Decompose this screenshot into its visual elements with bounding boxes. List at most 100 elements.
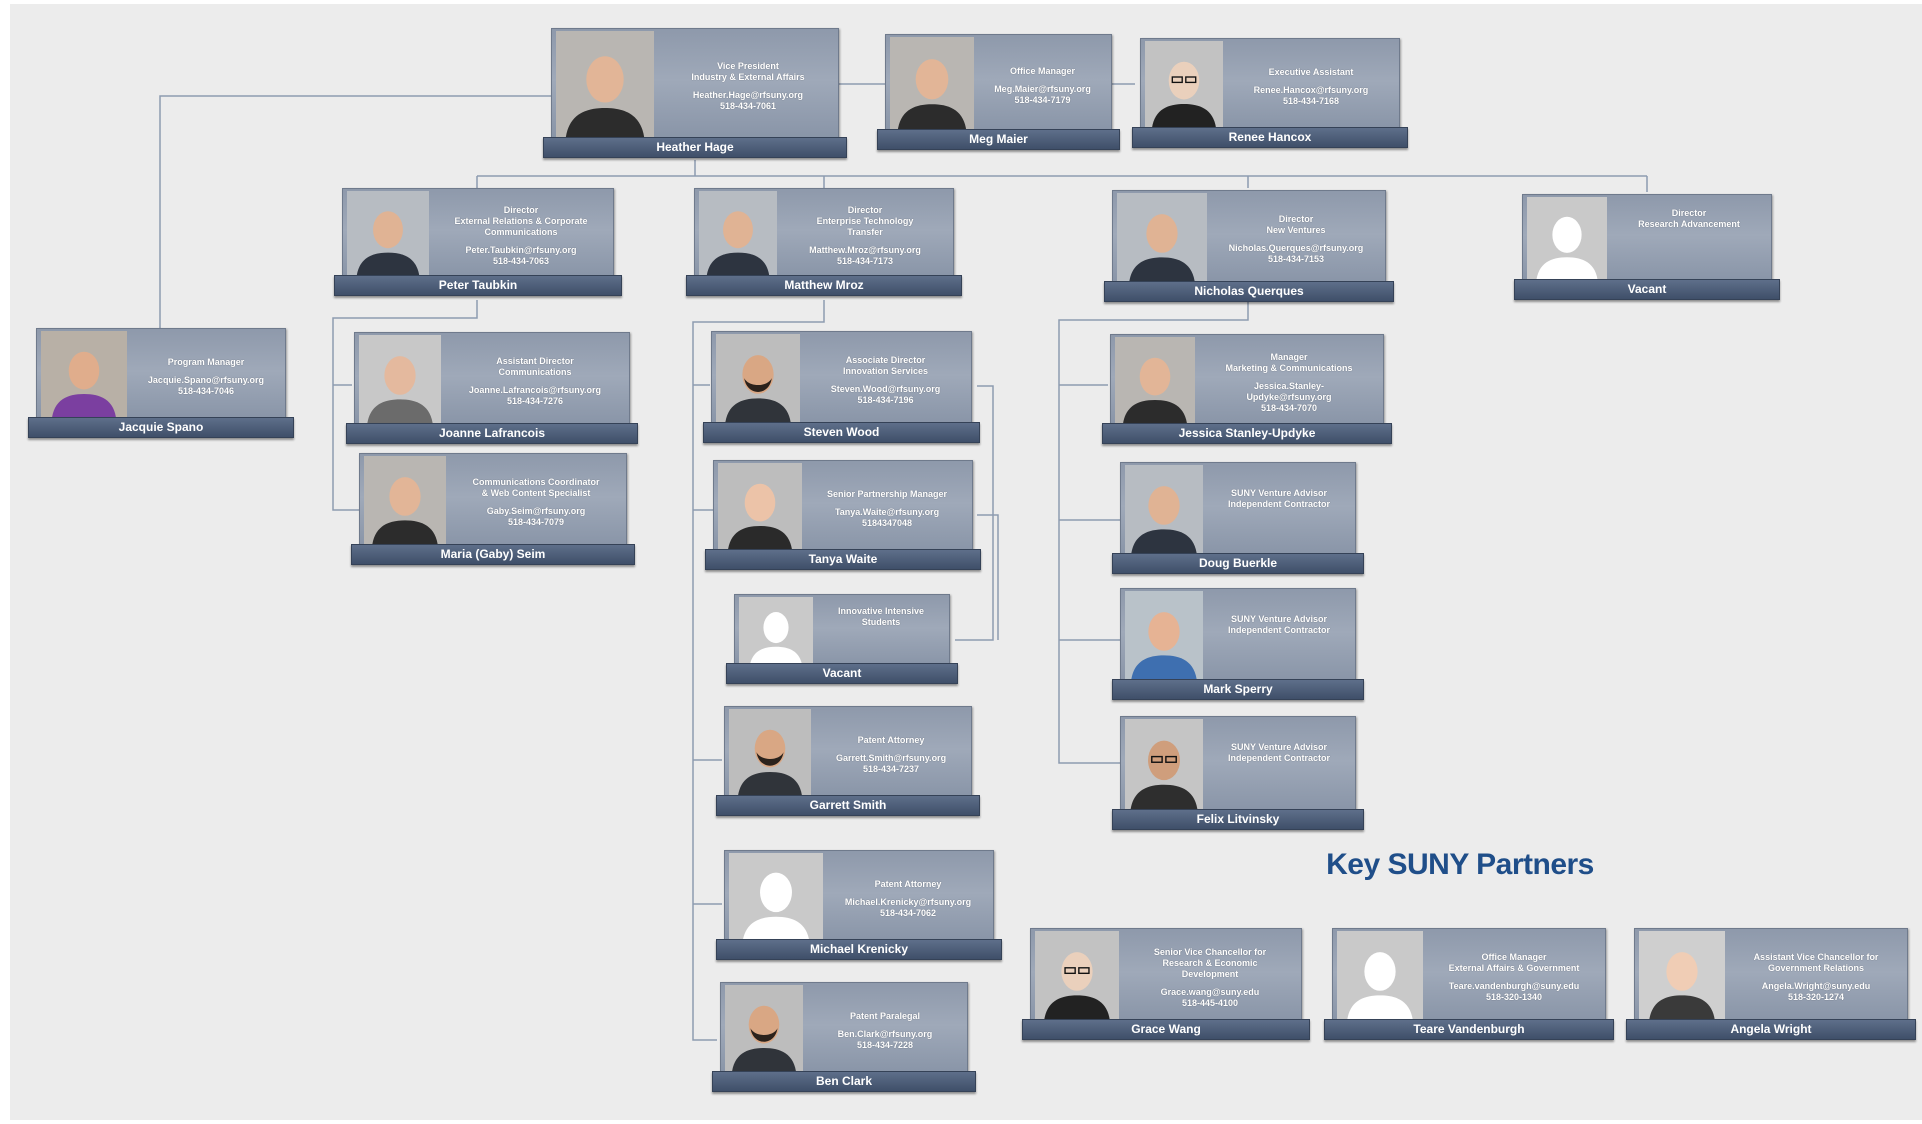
- card-joanne-lafrancois[interactable]: Assistant Director Communications Joanne…: [346, 332, 638, 444]
- card-info: Director Research Advancement: [1611, 198, 1767, 283]
- person-photo-icon: [739, 597, 813, 667]
- portrait-glyph: [359, 335, 441, 427]
- job-title: SUNY Venture Advisor Independent Contrac…: [1227, 742, 1330, 763]
- card-heather-hage[interactable]: Vice President Industry & External Affai…: [543, 28, 847, 158]
- person-photo-icon: [890, 37, 974, 133]
- portrait-glyph: [556, 31, 654, 141]
- card-info: Executive Assistant Renee.Hancox@rfsuny.…: [1227, 42, 1395, 131]
- card-info: SUNY Venture Advisor Independent Contrac…: [1207, 592, 1351, 683]
- portrait-shoulders: [1043, 995, 1111, 1023]
- card-mark-sperry[interactable]: SUNY Venture Advisor Independent Contrac…: [1112, 588, 1364, 700]
- portrait-glyph: [718, 463, 802, 553]
- card-ben-clark[interactable]: Patent Paralegal Ben.Clark@rfsuny.org 51…: [712, 982, 976, 1092]
- name-bar: Jacquie Spano: [28, 417, 294, 438]
- job-title: Patent Paralegal: [849, 1010, 921, 1021]
- card-renee-hancox[interactable]: Executive Assistant Renee.Hancox@rfsuny.…: [1132, 38, 1408, 148]
- card-info: SUNY Venture Advisor Independent Contrac…: [1207, 720, 1351, 813]
- portrait-face: [68, 351, 100, 390]
- portrait-beard: [744, 378, 772, 392]
- name-bar: Meg Maier: [877, 129, 1120, 150]
- portrait-glyph: [739, 597, 813, 667]
- card-body: Assistant Vice Chancellor for Government…: [1634, 928, 1908, 1026]
- portrait-face: [1552, 216, 1582, 253]
- card-nicholas-querques[interactable]: Director New Ventures Nicholas.Querques@…: [1104, 190, 1394, 302]
- card-body: Manager Marketing & Communications Jessi…: [1110, 334, 1384, 430]
- portrait-face: [373, 211, 403, 249]
- card-info: Communications Coordinator & Web Content…: [450, 457, 622, 548]
- card-garrett-smith[interactable]: Patent Attorney Garrett.Smith@rfsuny.org…: [716, 706, 980, 816]
- portrait-face: [389, 477, 421, 516]
- name-bar: Matthew Mroz: [686, 275, 962, 296]
- contact-info: Grace.wang@suny.edu 518-445-4100: [1160, 986, 1260, 1008]
- portrait-face: [1148, 612, 1180, 651]
- job-title: Assistant Director Communications: [496, 356, 574, 377]
- portrait-glasses: [1165, 755, 1177, 763]
- name-bar: Heather Hage: [543, 137, 847, 158]
- card-peter-taubkin[interactable]: Director External Relations & Corporate …: [334, 188, 622, 296]
- name-bar: Teare Vandenburgh: [1324, 1019, 1614, 1040]
- card-body: Director Enterprise Technology Transfer …: [694, 188, 954, 282]
- name-bar: Renee Hancox: [1132, 127, 1408, 148]
- card-teare-vandenburgh[interactable]: Office Manager External Affairs & Govern…: [1324, 928, 1614, 1040]
- job-title: Director External Relations & Corporate …: [454, 204, 588, 237]
- contact-info: Renee.Hancox@rfsuny.org 518-434-7168: [1253, 84, 1369, 106]
- contact-info: Joanne.Lafrancois@rfsuny.org 518-434-727…: [468, 385, 602, 406]
- person-photo-icon: [1117, 193, 1207, 285]
- card-matthew-mroz[interactable]: Director Enterprise Technology Transfer …: [686, 188, 962, 296]
- card-info: Patent Attorney Garrett.Smith@rfsuny.org…: [815, 710, 967, 799]
- contact-info: Tanya.Waite@rfsuny.org 5184347048: [834, 506, 940, 528]
- portrait-glyph: [729, 709, 811, 799]
- job-title: Office Manager: [1009, 65, 1076, 76]
- card-body: Patent Attorney Michael.Krenicky@rfsuny.…: [724, 850, 994, 946]
- person-photo-icon: [347, 191, 429, 279]
- portrait-beard: [756, 752, 784, 766]
- portrait-shoulders: [51, 394, 117, 421]
- card-body: Executive Assistant Renee.Hancox@rfsuny.…: [1140, 38, 1400, 134]
- portrait-shoulders: [1346, 995, 1414, 1023]
- portrait-shoulders: [1130, 529, 1198, 557]
- name-bar: Angela Wright: [1626, 1019, 1916, 1040]
- card-grace-wang[interactable]: Senior Vice Chancellor for Research & Ec…: [1022, 928, 1310, 1040]
- name-bar: Grace Wang: [1022, 1019, 1310, 1040]
- card-felix-litvinsky[interactable]: SUNY Venture Advisor Independent Contrac…: [1112, 716, 1364, 830]
- job-title: Assistant Vice Chancellor for Government…: [1753, 952, 1879, 973]
- portrait-shoulders: [1536, 257, 1598, 283]
- card-body: Director Research Advancement: [1522, 194, 1772, 286]
- card-jacquie-spano[interactable]: Program Manager Jacquie.Spano@rfsuny.org…: [28, 328, 294, 438]
- portrait-glyph: [1035, 931, 1119, 1023]
- card-tanya-waite[interactable]: Senior Partnership Manager Tanya.Waite@r…: [705, 460, 981, 570]
- card-info: SUNY Venture Advisor Independent Contrac…: [1207, 466, 1351, 557]
- portrait-glyph: [729, 853, 823, 943]
- card-body: Associate Director Innovation Services S…: [711, 331, 972, 429]
- name-bar: Tanya Waite: [705, 549, 981, 570]
- card-maria-gaby-seim[interactable]: Communications Coordinator & Web Content…: [351, 453, 635, 565]
- card-body: Vice President Industry & External Affai…: [551, 28, 839, 144]
- card-angela-wright[interactable]: Assistant Vice Chancellor for Government…: [1626, 928, 1916, 1040]
- card-body: Patent Paralegal Ben.Clark@rfsuny.org 51…: [720, 982, 968, 1078]
- card-doug-buerkle[interactable]: SUNY Venture Advisor Independent Contrac…: [1112, 462, 1364, 574]
- person-photo-icon: [699, 191, 777, 279]
- person-photo-icon: [716, 334, 800, 426]
- person-photo-icon: [1125, 465, 1203, 557]
- job-title: Senior Vice Chancellor for Research & Ec…: [1153, 946, 1267, 979]
- card-vacant-research[interactable]: Director Research Advancement Vacant: [1514, 194, 1780, 300]
- card-info: Assistant Vice Chancellor for Government…: [1729, 932, 1903, 1023]
- job-title: Director Enterprise Technology Transfer: [816, 204, 914, 237]
- card-michael-krenicky[interactable]: Patent Attorney Michael.Krenicky@rfsuny.…: [716, 850, 1002, 960]
- person-photo-icon: [1125, 719, 1203, 813]
- card-meg-maier[interactable]: Office Manager Meg.Maier@rfsuny.org 518-…: [877, 34, 1120, 150]
- card-info: Patent Paralegal Ben.Clark@rfsuny.org 51…: [807, 986, 963, 1075]
- portrait-shoulders: [731, 1048, 797, 1075]
- card-jessica-stanley-updyke[interactable]: Manager Marketing & Communications Jessi…: [1102, 334, 1392, 444]
- card-steven-wood[interactable]: Associate Director Innovation Services S…: [703, 331, 980, 443]
- job-title: Senior Partnership Manager: [826, 488, 948, 499]
- portrait-face: [1061, 952, 1093, 991]
- portrait-glyph: [699, 191, 777, 279]
- portrait-shoulders: [1130, 784, 1198, 813]
- name-bar: Steven Wood: [703, 422, 980, 443]
- card-vacant-iis[interactable]: Innovative Intensive Students Vacant: [726, 594, 958, 684]
- card-body: Director New Ventures Nicholas.Querques@…: [1112, 190, 1386, 288]
- name-bar: Jessica Stanley-Updyke: [1102, 423, 1392, 444]
- portrait-shoulders: [749, 646, 803, 667]
